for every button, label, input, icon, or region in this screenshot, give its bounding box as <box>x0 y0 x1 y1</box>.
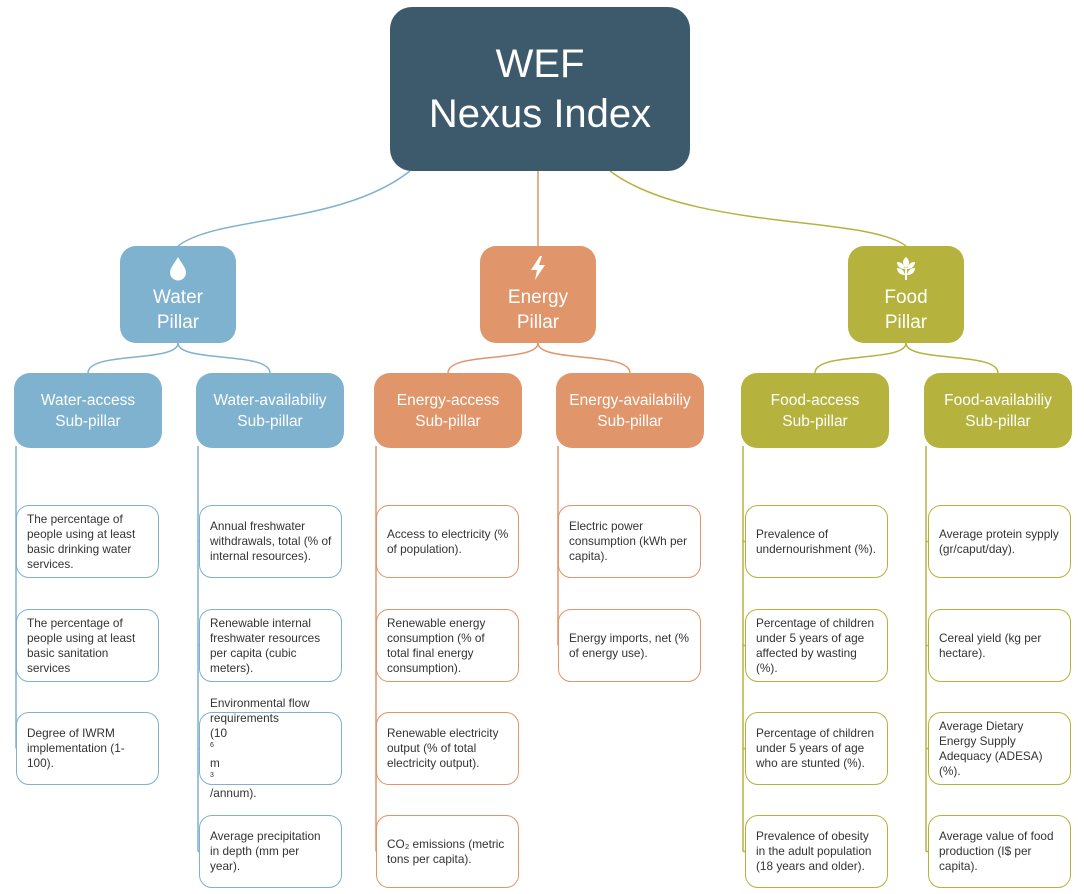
connector-pillar-subpillar <box>537 342 631 374</box>
indicator-box: Average Dietary Energy Supply Adequacy (… <box>928 712 1071 785</box>
indicator-box: Average value of food production (I$ per… <box>928 815 1071 888</box>
indicator-box: Access to electricity (% of population). <box>376 505 519 578</box>
subpillar-label-line2: Sub-pillar <box>237 412 303 430</box>
subpillar-label-line1: Food-availabiliy <box>944 391 1052 409</box>
root-title-line1: WEF <box>495 42 585 86</box>
connector-pillar-subpillar <box>814 342 907 374</box>
subpillar-label-line2: Sub-pillar <box>55 412 121 430</box>
subpillar-label-line1: Food-access <box>770 391 860 409</box>
energy-pillar-box: Energy Pillar <box>480 246 596 343</box>
energy-access-subpillar: Energy-access Sub-pillar <box>374 373 522 448</box>
indicator-box: Annual freshwater withdrawals, total (% … <box>199 505 342 578</box>
indicator-box: CO₂ emissions (metric tons per capita). <box>376 815 519 888</box>
indicator-box: Degree of IWRM implementation (1-100). <box>16 712 159 785</box>
indicator-text: Degree of IWRM implementation (1-100). <box>27 726 125 770</box>
subpillar-label-line1: Water-availabiliy <box>213 391 327 409</box>
indicator-text: Average protein sypply (gr/caput/day). <box>939 526 1059 556</box>
energy-pillar-label-line1: Energy <box>507 286 569 308</box>
water-pillar-box: Water Pillar <box>120 246 236 343</box>
indicator-box: The percentage of people using at least … <box>16 609 159 682</box>
indicator-box: Percentage of children under 5 years of … <box>745 712 888 785</box>
indicator-text: Electric power consumption (kWh per capi… <box>569 519 688 563</box>
indicator-text: Percentage of children under 5 years of … <box>756 615 875 675</box>
indicator-text: Annual freshwater withdrawals, total (% … <box>210 519 332 563</box>
indicator-box: Cereal yield (kg per hectare). <box>928 609 1071 682</box>
subpillar-label-line1: Energy-availabiliy <box>569 391 691 409</box>
connector-root-food <box>609 170 907 247</box>
food-pillar-box: Food Pillar <box>848 246 964 343</box>
indicator-text: Access to electricity (% of population). <box>387 526 509 556</box>
indicator-box: Electric power consumption (kWh per capi… <box>558 505 701 578</box>
energy-pillar-label-line2: Pillar <box>516 311 560 333</box>
indicator-box: The percentage of people using at least … <box>16 505 159 578</box>
connector-root-water <box>177 170 411 247</box>
lightning-bolt-icon <box>531 255 545 280</box>
indicator-text: Percentage of children under 5 years of … <box>756 726 875 770</box>
subpillar-label-line2: Sub-pillar <box>415 412 481 430</box>
indicator-text: Average precipitation in depth (mm per y… <box>210 829 321 873</box>
subpillar-label-line1: Water-access <box>40 391 136 409</box>
water-availability-subpillar: Water-availabiliy Sub-pillar <box>196 373 344 448</box>
indicator-text: Energy imports, net (% of energy use). <box>569 630 689 660</box>
indicator-text: Prevalence of undernourishment (%). <box>756 526 876 556</box>
food-pillar-label-line1: Food <box>884 286 928 308</box>
subpillar-label-line2: Sub-pillar <box>782 412 848 430</box>
indicator-box: Prevalence of undernourishment (%). <box>745 505 888 578</box>
water-pillar-label-line2: Pillar <box>156 311 200 333</box>
indicator-box: Average precipitation in depth (mm per y… <box>199 815 342 888</box>
indicator-box: Average protein sypply (gr/caput/day). <box>928 505 1071 578</box>
indicator-box: Percentage of children under 5 years of … <box>745 609 888 682</box>
subpillar-label-line2: Sub-pillar <box>597 412 663 430</box>
water-drop-icon <box>170 256 186 280</box>
indicator-text: The percentage of people using at least … <box>27 511 136 571</box>
indicator-text: Average Dietary Energy Supply Adequacy (… <box>939 718 1043 778</box>
connector-pillar-subpillar <box>177 342 271 374</box>
indicator-box: Energy imports, net (% of energy use). <box>558 609 701 682</box>
energy-availability-subpillar: Energy-availabiliy Sub-pillar <box>556 373 704 448</box>
indicator-text: CO₂ emissions (metric tons per capita). <box>387 836 505 866</box>
food-availability-subpillar: Food-availabiliy Sub-pillar <box>924 373 1072 448</box>
leaf-icon <box>897 256 915 280</box>
root-title-line2: Nexus Index <box>428 92 652 136</box>
indicator-text: Prevalence of obesity in the adult popul… <box>756 829 872 873</box>
indicator-text: Renewable energy consumption (% of total… <box>387 615 486 675</box>
connector-pillar-subpillar <box>447 342 539 374</box>
indicator-box: Renewable electricity output (% of total… <box>376 712 519 785</box>
connector-pillar-subpillar <box>87 342 179 374</box>
indicator-text: Cereal yield (kg per hectare). <box>939 630 1042 660</box>
subpillar-label-line1: Energy-access <box>396 391 500 409</box>
water-access-subpillar: Water-access Sub-pillar <box>14 373 162 448</box>
indicator-box: Prevalence of obesity in the adult popul… <box>745 815 888 888</box>
connector-pillar-subpillar <box>905 342 999 374</box>
indicator-box: Renewable internal freshwater resources … <box>199 609 342 682</box>
food-pillar-label-line2: Pillar <box>884 311 928 333</box>
indicator-box: Renewable energy consumption (% of total… <box>376 609 519 682</box>
food-access-subpillar: Food-access Sub-pillar <box>741 373 889 448</box>
indicator-text: Renewable electricity output (% of total… <box>387 726 499 770</box>
subpillar-label-line2: Sub-pillar <box>965 412 1031 430</box>
wef-nexus-index-title-box: WEF Nexus Index <box>390 7 690 171</box>
flow-requirements-label: Environmental flow requirements <box>210 696 310 725</box>
indicator-text: The percentage of people using at least … <box>27 615 136 675</box>
water-pillar-label-line1: Water <box>153 286 203 308</box>
indicator-text: Average value of food production (I$ per… <box>939 829 1054 873</box>
indicator-text: Renewable internal freshwater resources … <box>210 615 321 675</box>
